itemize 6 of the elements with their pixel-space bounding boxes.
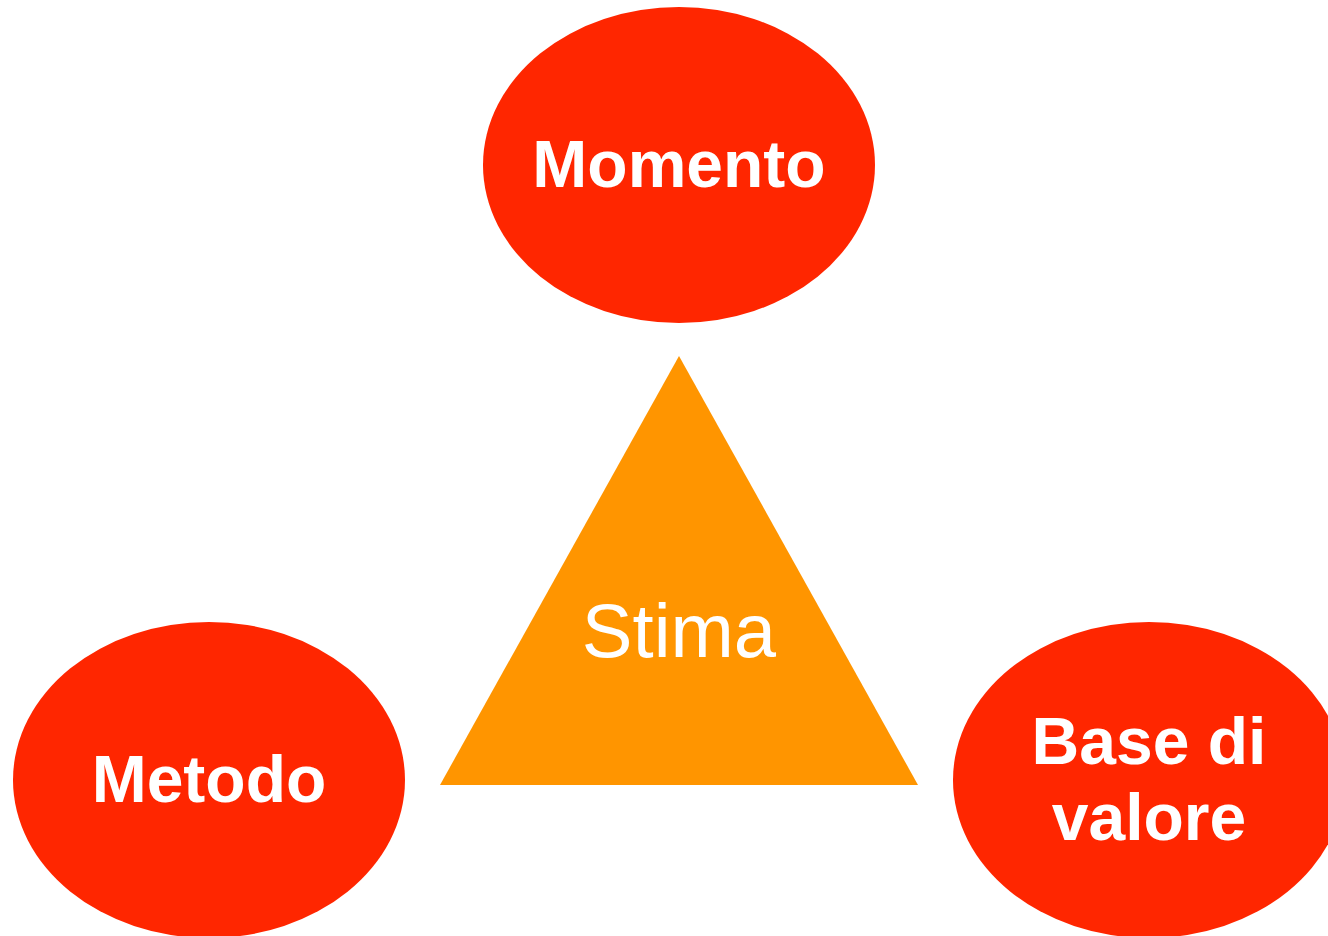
node-label: Metodo — [91, 742, 327, 818]
node-label: Momento — [532, 127, 826, 203]
node-label: Base di valore — [1030, 704, 1268, 856]
ellipse-shape — [483, 7, 875, 323]
triangle-shape — [440, 356, 918, 785]
node-label: Stima — [581, 587, 777, 675]
